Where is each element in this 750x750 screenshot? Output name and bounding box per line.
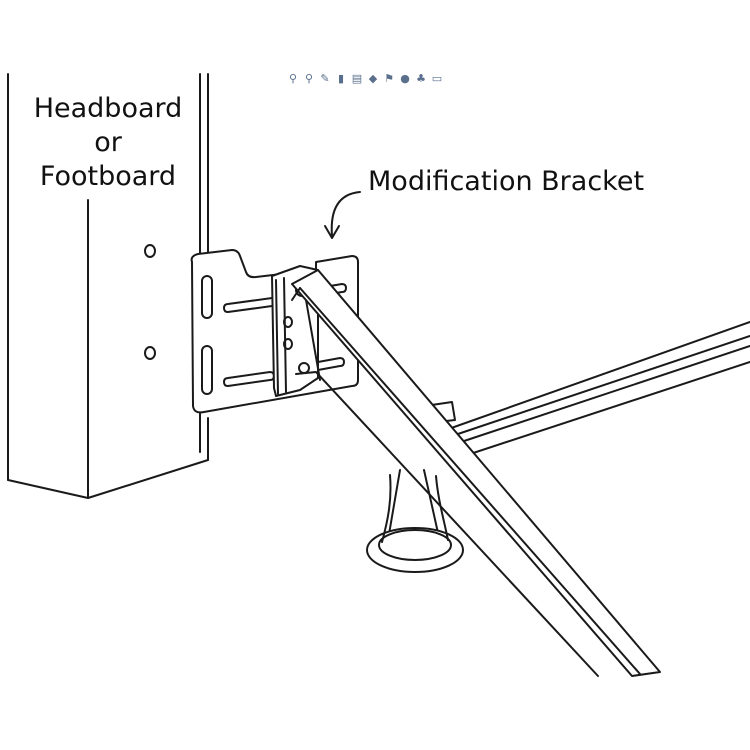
pen-icon[interactable]: ✎ (320, 72, 330, 85)
headboard-label-line3: Footboard (39, 161, 177, 192)
viewer-toolbar: ⚲ ⚲ ✎ ▮ ▤ ◆ ⚑ ● ♣ ▭ (286, 70, 444, 88)
bracket-label: Modification Bracket (368, 166, 645, 197)
front-rail (291, 269, 661, 677)
monitor-icon[interactable]: ▭ (431, 72, 443, 85)
cube-icon[interactable]: ◆ (368, 72, 378, 85)
people-icon[interactable]: ♣ (416, 72, 426, 85)
color-wheel-icon[interactable]: ● (400, 72, 410, 85)
headboard-label-line2: or (94, 127, 122, 158)
leg-and-foot (366, 469, 464, 573)
headboard-label-line1: Headboard (33, 93, 183, 124)
book-icon[interactable]: ▮ (337, 72, 345, 85)
pin-icon[interactable]: ⚑ (384, 72, 394, 85)
headboard-post (7, 73, 209, 499)
pointer-arrow (324, 191, 361, 239)
page-icon[interactable]: ▤ (351, 72, 363, 85)
side-rail (439, 321, 750, 459)
zoom-in-icon[interactable]: ⚲ (288, 72, 298, 85)
headboard-label: Headboard or Footboard (28, 92, 188, 194)
zoom-out-icon[interactable]: ⚲ (304, 72, 314, 85)
